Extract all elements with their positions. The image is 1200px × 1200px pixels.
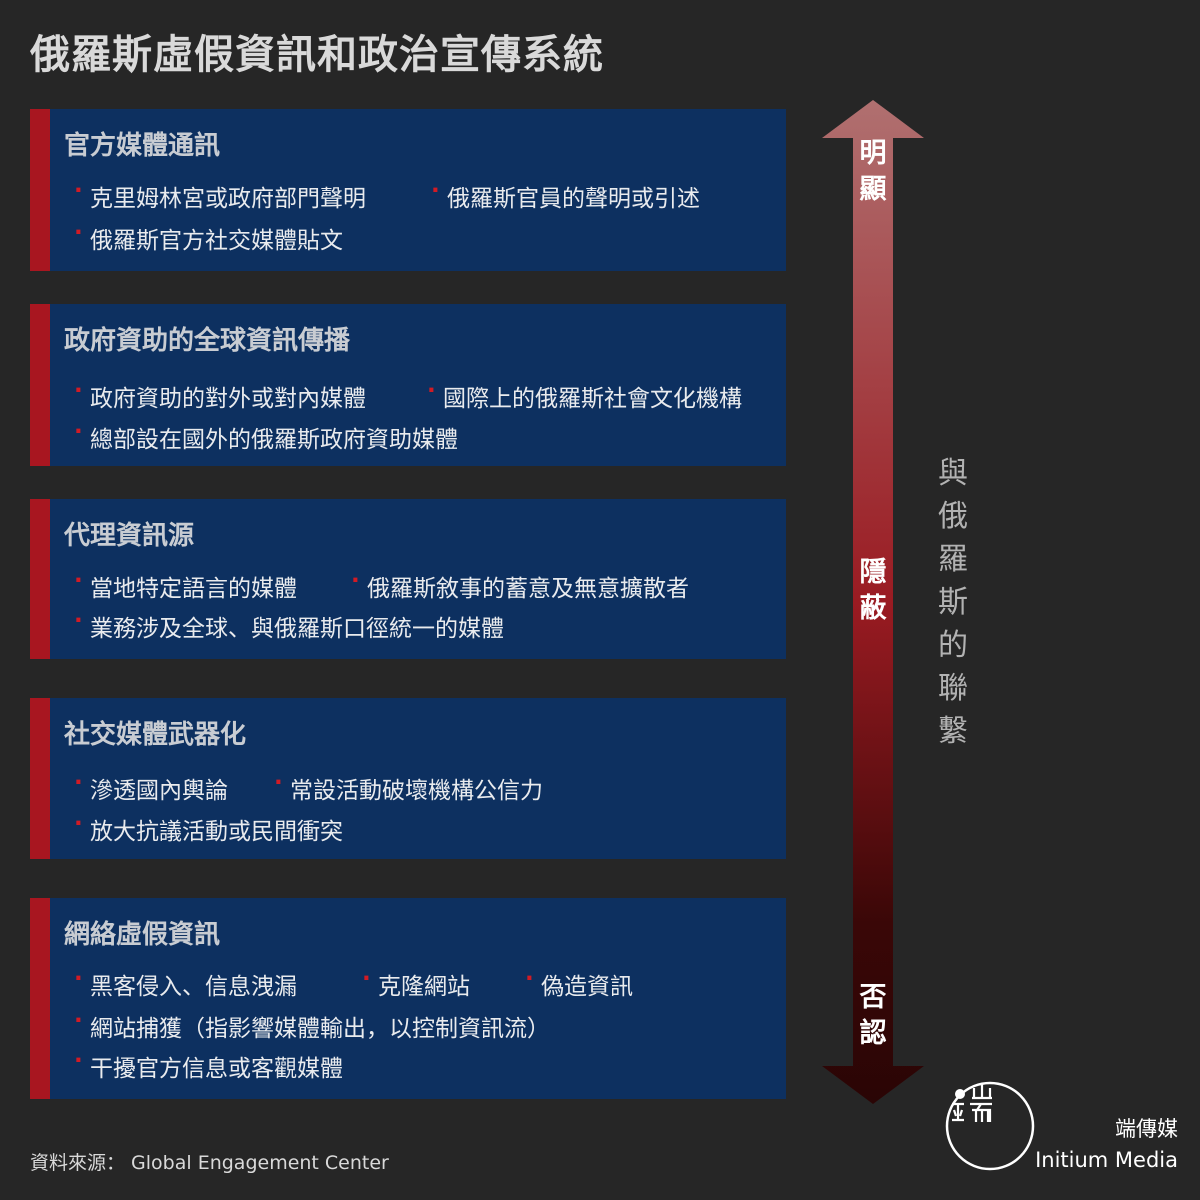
scale-label-explicit: 明 顯 (859, 138, 887, 205)
category-title: 官方媒體通訊 (64, 131, 221, 161)
category-item: 黑客侵入、信息洩漏 (74, 966, 297, 1001)
category-card-proxy-sources: 代理資訊源 當地特定語言的媒體 俄羅斯敘事的蓄意及無意擴散者 業務涉及全球、與俄… (30, 499, 786, 659)
brand-name-zh: 端傳媒 (1115, 1117, 1178, 1141)
category-item: 俄羅斯官方社交媒體貼文 (74, 220, 343, 255)
category-item: 常設活動破壞機構公信力 (274, 770, 543, 805)
category-item: 偽造資訊 (525, 966, 633, 1001)
category-item: 滲透國內輿論 (74, 770, 228, 805)
scale-arrow (822, 100, 924, 1104)
scale-arrow-shape (822, 100, 924, 1104)
category-item: 業務涉及全球、與俄羅斯口徑統一的媒體 (74, 608, 504, 643)
axis-label-russia-link: 與 俄 羅 斯 的 聯 繫 (938, 456, 968, 749)
category-card-weaponized-social-media: 社交媒體武器化 滲透國內輿論 常設活動破壞機構公信力 放大抗議活動或民間衝突 (30, 698, 786, 859)
category-item: 俄羅斯官員的聲明或引述 (431, 178, 700, 213)
scale-label-denial: 否 認 (859, 982, 887, 1049)
brand-name-en: Initium Media (1035, 1148, 1178, 1172)
category-item: 克隆網站 (362, 966, 470, 1001)
category-item: 俄羅斯敘事的蓄意及無意擴散者 (351, 568, 689, 603)
scale-label-covert: 隱 蔽 (859, 557, 887, 624)
source-note: 資料來源： Global Engagement Center (30, 1152, 389, 1174)
category-title: 社交媒體武器化 (64, 720, 247, 750)
category-item: 克里姆林宮或政府部門聲明 (74, 178, 366, 213)
category-item: 放大抗議活動或民間衝突 (74, 811, 343, 846)
category-card-cyber-disinformation: 網絡虛假資訊 黑客侵入、信息洩漏 克隆網站 偽造資訊 網站捕獲（指影響媒體輸出，… (30, 898, 786, 1099)
category-item: 政府資助的對外或對內媒體 (74, 378, 366, 413)
category-item: 干擾官方信息或客觀媒體 (74, 1048, 343, 1083)
initium-logo-icon (945, 1081, 1035, 1171)
category-card-official-media: 官方媒體通訊 克里姆林宮或政府部門聲明 俄羅斯官員的聲明或引述 俄羅斯官方社交媒… (30, 109, 786, 271)
category-title: 網絡虛假資訊 (64, 920, 221, 950)
category-item: 網站捕獲（指影響媒體輸出，以控制資訊流） (74, 1008, 550, 1043)
category-card-state-funded-global: 政府資助的全球資訊傳播 政府資助的對外或對內媒體 國際上的俄羅斯社會文化機構 總… (30, 304, 786, 466)
category-item: 當地特定語言的媒體 (74, 568, 297, 603)
category-item: 總部設在國外的俄羅斯政府資助媒體 (74, 419, 458, 454)
category-item: 國際上的俄羅斯社會文化機構 (427, 378, 742, 413)
category-title: 代理資訊源 (64, 521, 195, 551)
category-title: 政府資助的全球資訊傳播 (64, 326, 351, 356)
page-title: 俄羅斯虛假資訊和政治宣傳系統 (30, 32, 604, 78)
